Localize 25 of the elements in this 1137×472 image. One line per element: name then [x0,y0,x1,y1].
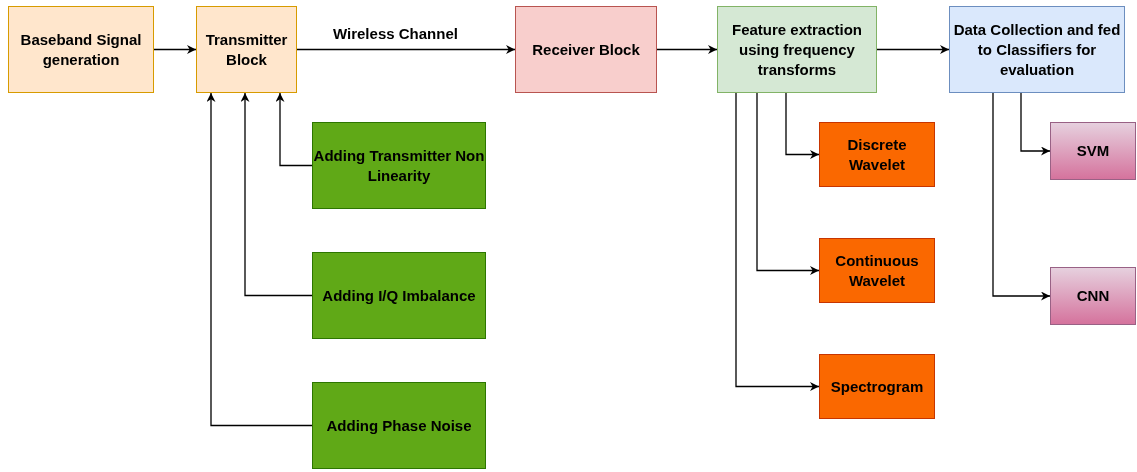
arrow [296,45,516,54]
arrow [1020,92,1051,156]
transform-box: Spectrogram [819,354,935,419]
arrow [992,92,1051,301]
impairment-box: Adding I/Q Imbalance [312,252,486,339]
arrow [206,92,313,427]
process-box: Data Collection and fed to Classifiers for evaluation [949,6,1125,93]
process-box: Feature extraction using frequency transforms [717,6,877,93]
arrow [876,45,950,54]
impairment-box: Adding Transmitter Non Linearity [312,122,486,209]
arrow [756,92,820,275]
process-box: Receiver Block [515,6,657,93]
process-box: Transmitter Block [196,6,297,93]
classifier-box: SVM [1050,122,1136,180]
transform-box: Discrete Wavelet [819,122,935,187]
arrow [153,45,197,54]
impairment-box: Adding Phase Noise [312,382,486,469]
process-box: Baseband Signal generation [8,6,154,93]
arrow [240,92,313,297]
arrow [275,92,313,167]
arrow [656,45,718,54]
arrow [785,92,820,159]
classifier-box: CNN [1050,267,1136,325]
transform-box: Continuous Wavelet [819,238,935,303]
arrow [735,92,820,391]
